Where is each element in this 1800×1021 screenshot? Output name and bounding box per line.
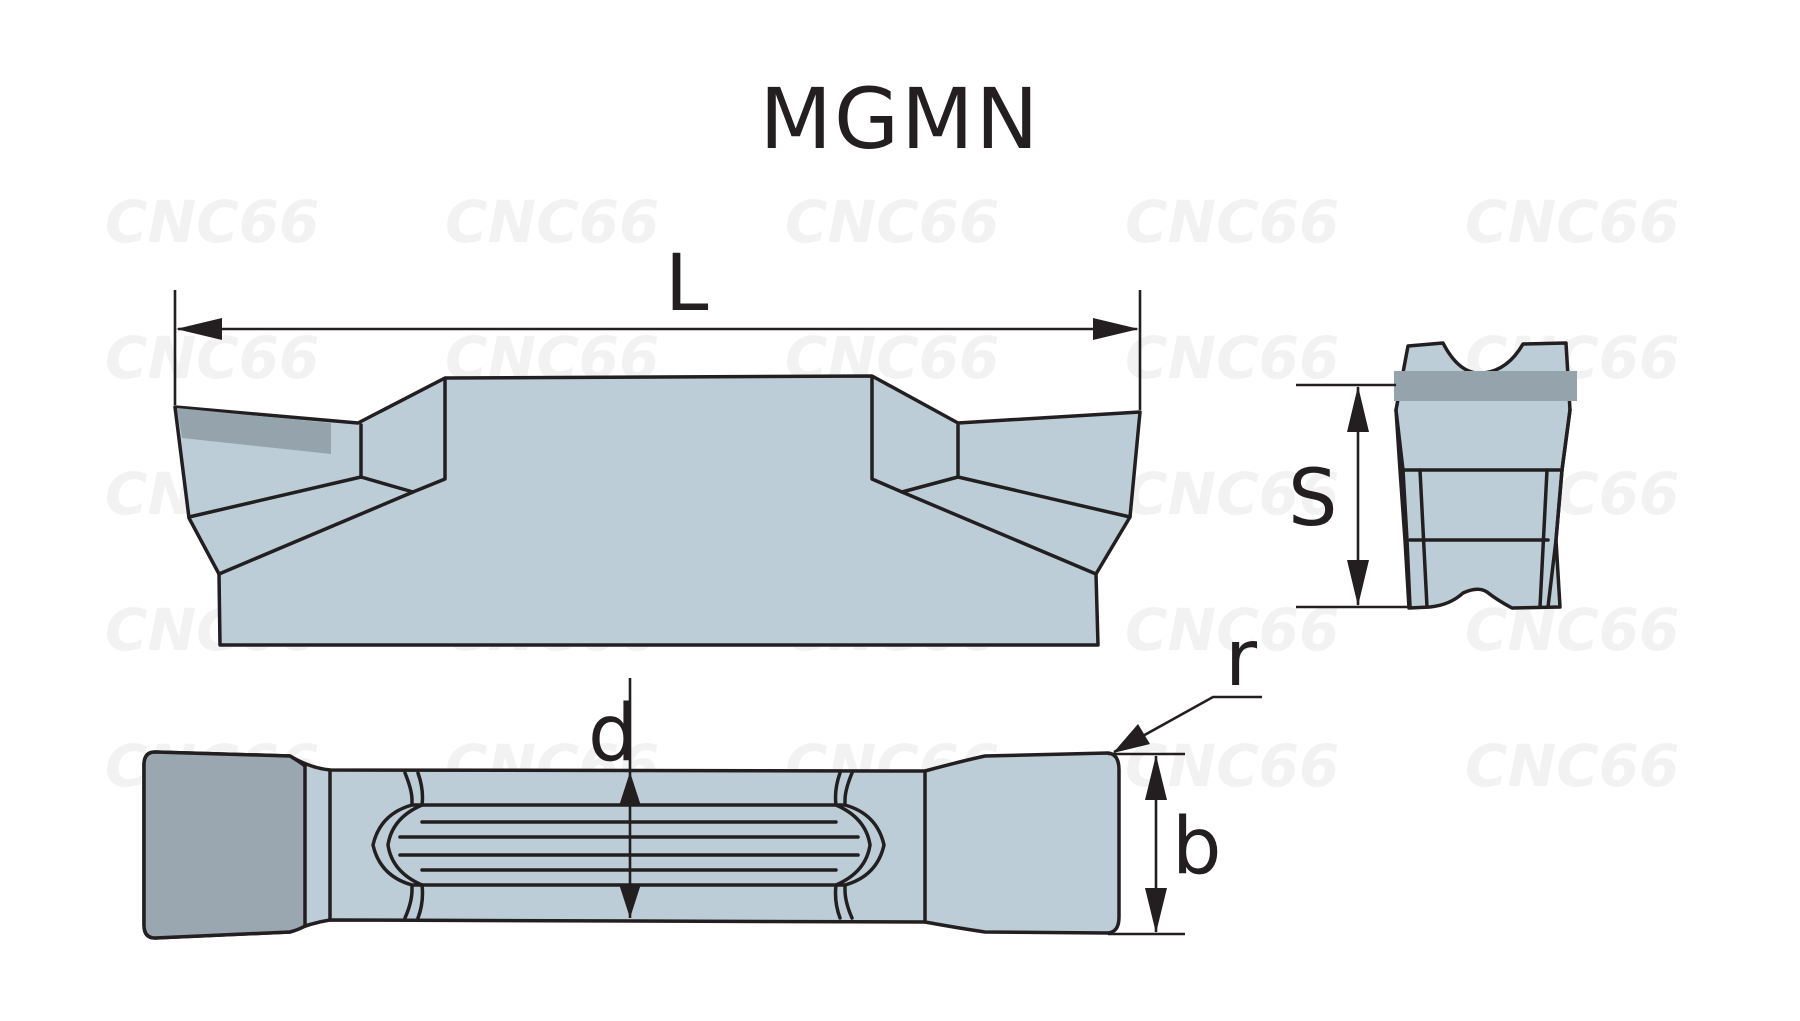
- watermark-text: CNC66: [105, 188, 319, 256]
- dimension-r: r: [1113, 614, 1262, 754]
- dimension-d: d: [588, 678, 641, 918]
- watermark-text: CNC66: [1465, 188, 1679, 256]
- front-view-facet-left-lower: [217, 490, 415, 576]
- front-view-tip-strip: [177, 408, 331, 454]
- watermark-text: CNC66: [445, 188, 659, 256]
- front-view-facet-right-lower: [900, 490, 1098, 576]
- dimension-b: b: [1108, 752, 1222, 936]
- watermark-text: CNC66: [1465, 732, 1679, 800]
- top-view-end-cap: [142, 750, 307, 940]
- top-view: [142, 750, 1121, 940]
- dimension-b-label: b: [1172, 802, 1222, 892]
- dimension-r-label: r: [1225, 614, 1258, 704]
- top-view-groove-inner-left: [386, 771, 425, 920]
- side-view-edge-right: [1546, 408, 1572, 609]
- dimension-d-label: d: [588, 689, 638, 779]
- front-view-body: [173, 374, 1142, 647]
- dimension-L-arrow-right: [1093, 318, 1139, 340]
- diagram-title: MGMN: [760, 70, 1041, 168]
- front-view-facet-left-mid: [359, 378, 447, 494]
- watermark-text: CNC66: [1125, 460, 1339, 528]
- dimension-d-arrow-top: [619, 772, 641, 806]
- dimension-S-label: S: [1288, 454, 1338, 544]
- side-view-strip: [1394, 371, 1577, 401]
- front-view: [173, 374, 1142, 647]
- dimension-d-arrow-bottom: [619, 884, 641, 918]
- side-view: [1394, 341, 1577, 610]
- top-view-groove-outer-right: [843, 771, 886, 920]
- side-view-inner-right: [1538, 468, 1549, 609]
- dimension-b-arrow-top: [1145, 755, 1167, 800]
- dimension-b-arrow-bottom: [1145, 888, 1167, 933]
- side-view-inner-left: [1418, 468, 1429, 609]
- dimension-S: S: [1288, 383, 1410, 609]
- watermark-text: CNC66: [1125, 188, 1339, 256]
- top-view-groove-inner-right: [833, 771, 872, 920]
- side-view-edge-left: [1394, 408, 1412, 609]
- dimension-S-arrow-bottom: [1347, 560, 1369, 606]
- watermark-text: CNC66: [785, 188, 999, 256]
- watermark-text: CNC66: [1125, 324, 1339, 392]
- watermark-text: CNC66: [1465, 596, 1679, 664]
- top-view-groove-outer: [371, 771, 414, 920]
- dimension-L: L: [173, 239, 1142, 410]
- dimension-r-arrow: [1113, 724, 1150, 753]
- dimension-L-arrow-left: [176, 318, 222, 340]
- dimension-L-label: L: [665, 239, 709, 329]
- dimension-S-arrow-top: [1347, 386, 1369, 432]
- front-view-facet-right-mid: [870, 376, 960, 494]
- dimension-r-leader: [1113, 695, 1262, 754]
